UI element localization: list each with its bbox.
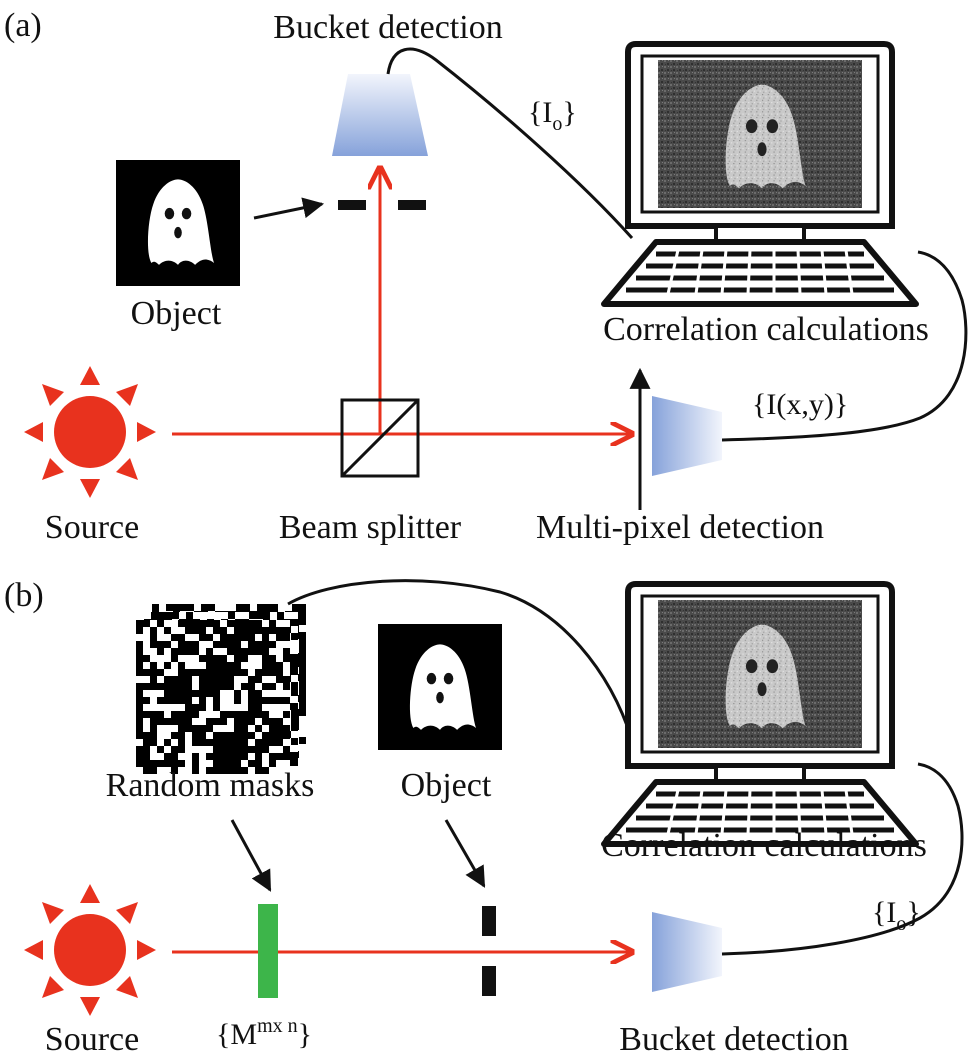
panel-b-object-arrow xyxy=(444,819,486,888)
panel-b-bucket-signal: {Io} xyxy=(872,896,921,935)
panel-a-multi-pixel-detector xyxy=(652,396,722,476)
panel-a-aperture-right xyxy=(398,200,426,210)
panel-b-mask-label: {Mmx n} xyxy=(216,1015,312,1051)
panel-b-bucket-detector xyxy=(652,912,722,992)
panel-a-correlation-label: Correlation calculations xyxy=(603,311,929,348)
panel-b-object-image xyxy=(378,624,502,750)
panel-b-bucket-detection-label: Bucket detection xyxy=(619,1021,848,1058)
panel-a-aperture-left xyxy=(338,200,366,210)
panel-b-laptop xyxy=(604,584,916,844)
panel-a-laptop xyxy=(604,44,916,304)
panel-a-source xyxy=(24,366,156,498)
panel-a-multi-pixel-label: Multi-pixel detection xyxy=(536,509,824,546)
panel-a-source-label: Source xyxy=(45,509,139,546)
panel-a-object-arrow xyxy=(253,197,325,220)
panel-a-pixel-signal: {I(x,y)} xyxy=(752,388,848,421)
panel-b-source-label: Source xyxy=(45,1021,139,1058)
panel-a-object-label: Object xyxy=(131,295,222,332)
panel-b-random-masks-image xyxy=(136,604,306,774)
panel-a-tag: (a) xyxy=(4,7,42,44)
panel-a: (a) Bucket detection {Io} Object Correla… xyxy=(4,7,968,546)
panel-a-bucket-signal: {Io} xyxy=(528,96,577,135)
panel-b-mask-cable xyxy=(287,579,634,741)
panel-b-random-masks-label: Random masks xyxy=(106,767,315,804)
panel-b-correlation-label: Correlation calculations xyxy=(601,827,927,864)
panel-a-bucket-detector xyxy=(332,74,428,156)
panel-b-object-label: Object xyxy=(401,767,492,804)
panel-b-tag: (b) xyxy=(4,577,44,614)
panel-a-beam-splitter-label: Beam splitter xyxy=(279,509,462,546)
panel-b-aperture-top xyxy=(482,906,496,936)
panel-b-aperture-bottom xyxy=(482,966,496,996)
panel-b-bucket-cable xyxy=(721,762,964,956)
panel-a-beam-splitter xyxy=(340,398,420,478)
panel-a-bucket-detection-label: Bucket detection xyxy=(273,9,502,46)
panel-b-source xyxy=(24,884,156,1016)
panel-b-mask-arrow xyxy=(230,819,272,892)
panel-b: (b) Random masks Object Correlation calc… xyxy=(4,577,964,1058)
panel-a-object-image xyxy=(116,160,240,286)
panel-b-mask-element xyxy=(258,904,278,998)
panel-a-bucket-cable xyxy=(386,47,634,240)
panel-a-pixel-cable xyxy=(721,250,968,442)
